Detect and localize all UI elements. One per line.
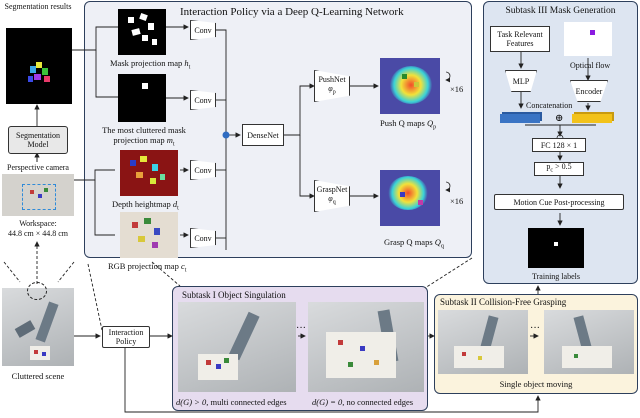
concatenation-label: Concatenation: [526, 101, 573, 110]
rgb-projection-map: [120, 212, 178, 258]
densenet-block: DenseNet: [242, 124, 284, 146]
segmentation-results-image: [6, 28, 72, 104]
feature-vector-yellow: [572, 114, 612, 123]
subtask2-dots: ···: [530, 323, 540, 334]
subtask1-dots: ···: [296, 323, 306, 334]
grasp-times16: ×16: [450, 196, 464, 206]
push-q-caption: Push Q maps Qp: [380, 118, 437, 131]
conv-block-mask: Conv: [190, 20, 216, 40]
subtask1-caption-right: d(G) = 0, no connected edges: [312, 397, 414, 407]
training-label-image: [528, 228, 584, 268]
seg-results-label: Segmentation results: [4, 2, 72, 11]
junction-dot: [222, 131, 230, 139]
camera-dashed-circle: [27, 282, 47, 300]
cluttered-scene-image: [2, 288, 74, 366]
depth-heightmap: [120, 150, 178, 196]
cluttered-scene-label: Cluttered scene: [11, 371, 65, 381]
feature-vector-blue: [500, 114, 540, 123]
grasping-scene-after: [544, 310, 634, 374]
workspace-label: Workspace: 44.8 cm × 44.8 cm: [7, 219, 69, 238]
mask-map-caption: Mask projection map ht: [110, 58, 191, 71]
perspective-camera-label: Perspective camera: [7, 163, 69, 172]
optical-flow-image: [564, 22, 612, 56]
subtask1-title: Subtask I Object Singulation: [182, 290, 286, 300]
conv-block-cluttered: Conv: [190, 90, 216, 110]
subtask3-title: Subtask III Mask Generation: [505, 6, 616, 16]
cluttered-map-caption: The most cluttered mask projection map m…: [102, 125, 186, 148]
subtask2-title: Subtask II Collision-Free Grasping: [440, 297, 567, 307]
subtask1-caption-left: d(G) > 0, multi connected edges: [176, 397, 287, 407]
push-times16: ×16: [450, 84, 464, 94]
singulation-scene-after: [308, 302, 424, 392]
grasp-q-caption: Grasp Q maps Qq: [384, 237, 444, 250]
singulation-scene-before: [178, 302, 296, 392]
camera-view-image: [2, 174, 74, 216]
subtask2-caption: Single object moving: [499, 379, 573, 389]
depth-caption: Depth heightmap dt: [112, 199, 179, 212]
motion-cue-block: Motion Cue Post-processing: [494, 194, 624, 210]
pc-threshold-block: pc > 0.5: [534, 162, 584, 176]
conv-block-rgb: Conv: [190, 228, 216, 248]
mask-projection-map: [118, 9, 166, 55]
grasping-scene-before: [438, 310, 528, 374]
rgb-caption: RGB projection map ct: [108, 261, 187, 274]
dqn-title: Interaction Policy via a Deep Q-Learning…: [180, 6, 404, 18]
push-q-map: [380, 58, 440, 114]
cluttered-mask-map: [118, 74, 166, 122]
concat-symbol: ⊕: [555, 113, 564, 124]
grasp-q-map: [380, 170, 440, 226]
training-labels-caption: Training labels: [532, 272, 580, 281]
optical-flow-label: Optical flow: [570, 61, 611, 70]
conv-block-depth: Conv: [190, 160, 216, 180]
fc-layer-block: FC 128 × 1: [532, 138, 586, 152]
